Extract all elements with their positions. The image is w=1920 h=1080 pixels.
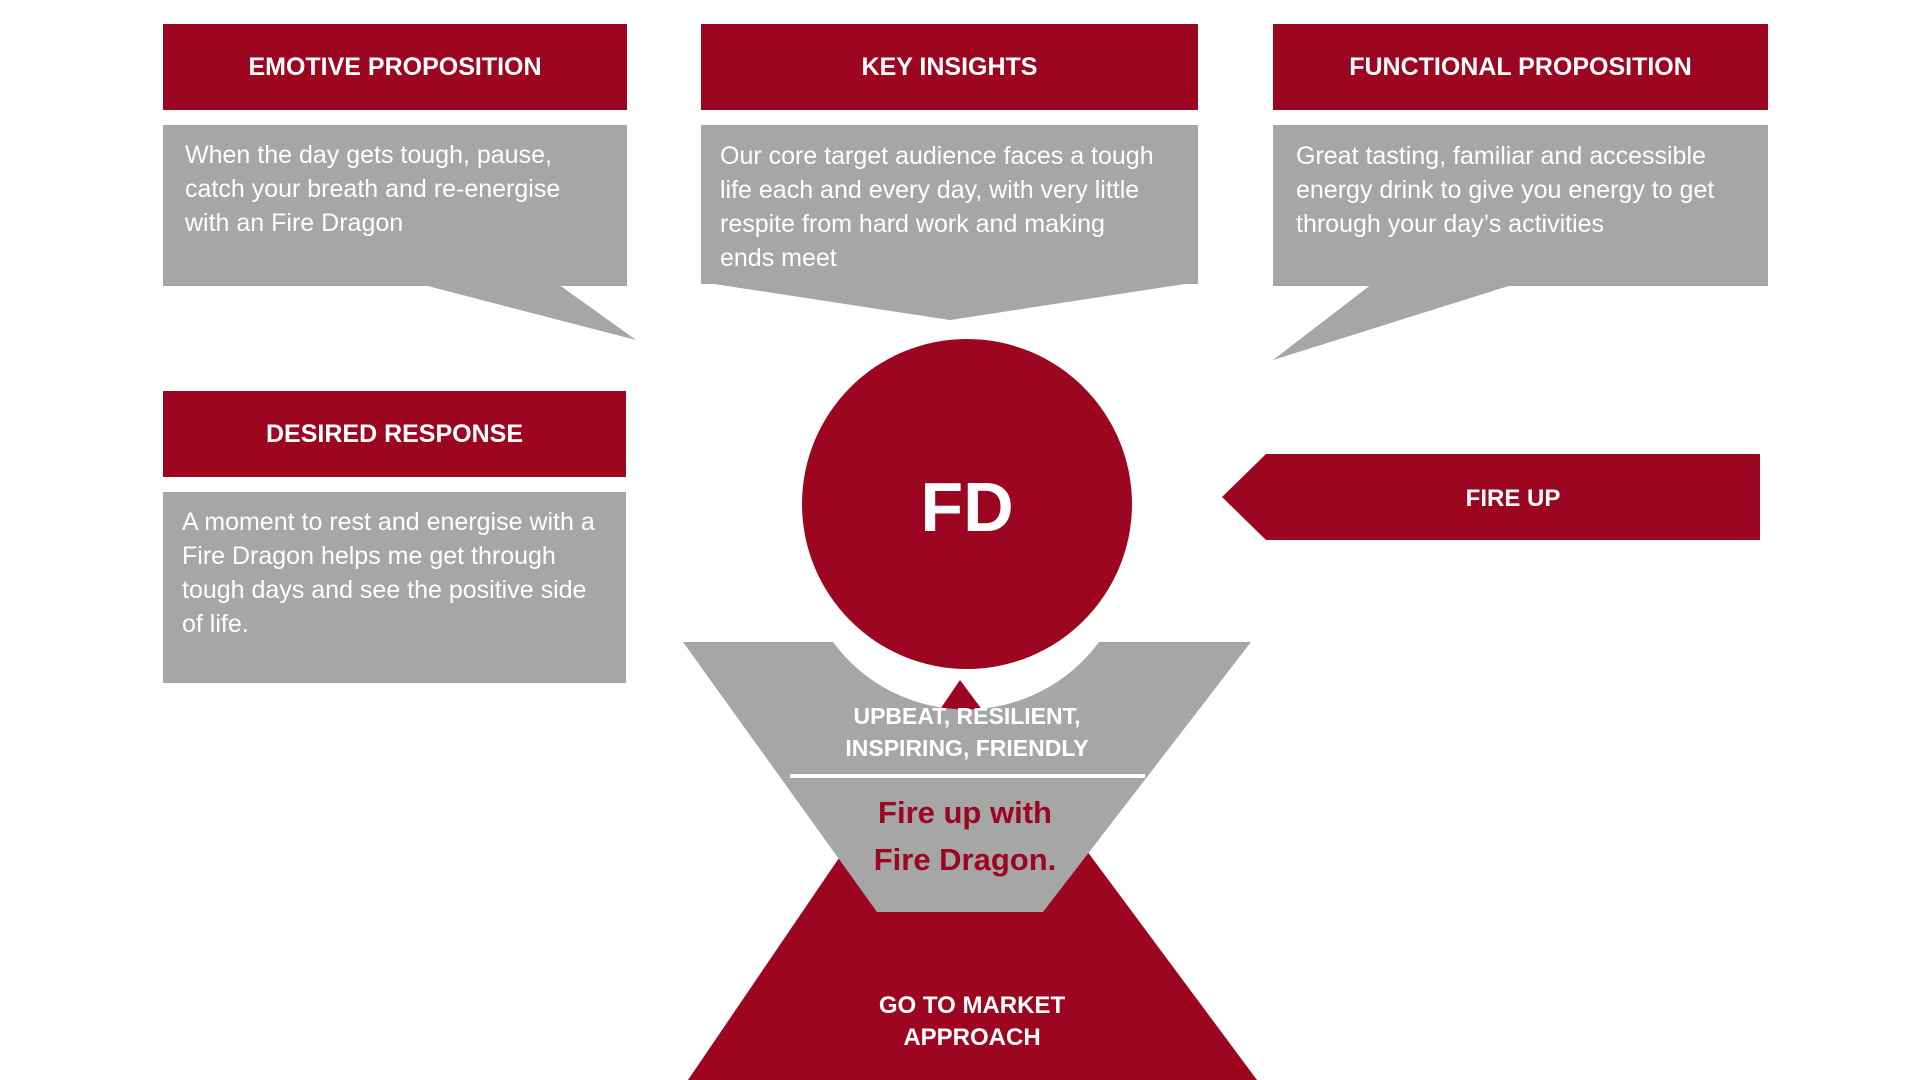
emotive-proposition-title: EMOTIVE PROPOSITION	[248, 52, 542, 81]
functional-proposition-text: Great tasting, familiar and accessible e…	[1296, 142, 1715, 238]
emotive-bubble-tail	[420, 284, 636, 340]
key-insights-title: KEY INSIGHTS	[861, 52, 1038, 81]
desired-response-text: A moment to rest and energise with a Fir…	[182, 508, 595, 638]
key-insights-header: KEY INSIGHTS	[701, 24, 1198, 110]
desired-bubble	[163, 492, 626, 683]
functional-bubble-tail	[1273, 284, 1515, 360]
personality-line-1: UPBEAT, RESILIENT,	[853, 703, 1080, 729]
key-insights-text: Our core target audience faces a tough l…	[720, 142, 1154, 272]
functional-proposition-header: FUNCTIONAL PROPOSITION	[1273, 24, 1768, 110]
insights-bubble-tail	[701, 282, 1198, 320]
fire-up-arrow	[1222, 454, 1760, 540]
functional-proposition-title: FUNCTIONAL PROPOSITION	[1349, 52, 1692, 81]
tagline-line-2: Fire Dragon.	[874, 842, 1057, 877]
desired-response-title: DESIRED RESPONSE	[265, 419, 523, 448]
functional-bubble	[1273, 125, 1768, 286]
personality-line-2: INSPIRING, FRIENDLY	[845, 735, 1088, 761]
fd-logo-text: FD	[920, 468, 1013, 546]
go-to-market-line-1: GO TO MARKET	[879, 992, 1066, 1019]
insights-bubble	[701, 125, 1198, 284]
go-to-market-line-2: APPROACH	[903, 1024, 1040, 1051]
tagline-line-1: Fire up with	[878, 795, 1052, 830]
emotive-bubble	[163, 125, 627, 286]
fire-up-label: FIRE UP	[1466, 485, 1561, 512]
fd-circle	[802, 339, 1132, 669]
emotive-proposition-header: EMOTIVE PROPOSITION	[163, 24, 627, 110]
emotive-proposition-text: When the day gets tough, pause, catch yo…	[185, 141, 561, 237]
desired-response-header: DESIRED RESPONSE	[163, 391, 626, 477]
